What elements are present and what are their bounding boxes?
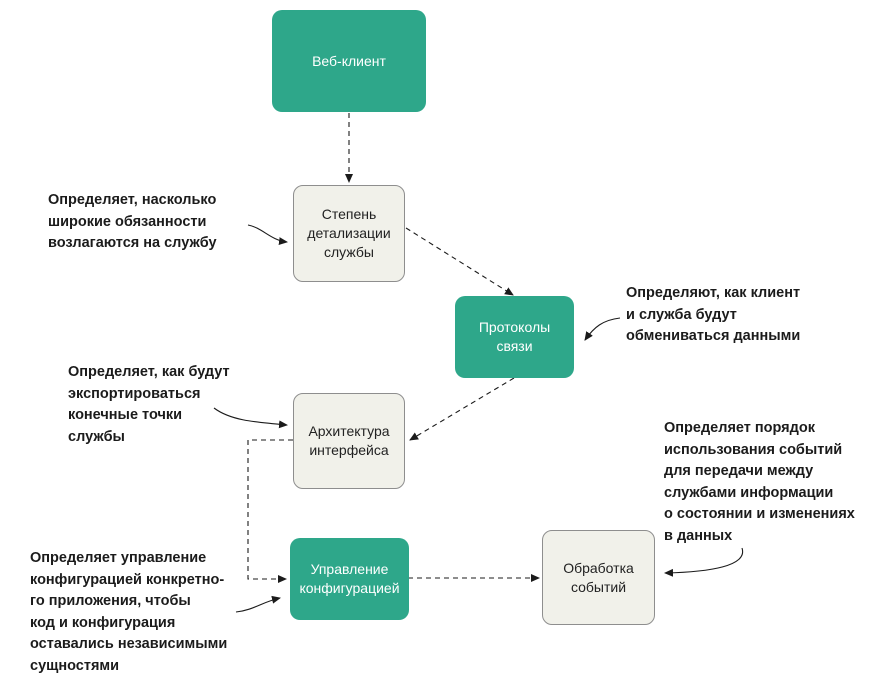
- node-configuration-management-label: Управление конфигурацией: [299, 561, 400, 596]
- note-interface-architecture: Определяет, как будут экспортироваться к…: [68, 364, 230, 445]
- arrow-granularity-to-protocols: [405, 227, 514, 296]
- note-configuration-management: Определяет управление конфигурацией конк…: [30, 550, 228, 674]
- node-communication-protocols: Протоколы связи: [455, 296, 574, 378]
- node-service-granularity: Степень детализации службы: [293, 185, 405, 282]
- pointer-config-note: [235, 595, 281, 613]
- node-web-client-label: Веб-клиент: [312, 52, 386, 69]
- note-communication-protocols: Определяют, как клиент и служба будут об…: [626, 285, 801, 344]
- node-interface-architecture: Архитектура интерфейса: [293, 393, 405, 489]
- node-web-client: Веб-клиент: [272, 10, 426, 112]
- pointer-protocols-note: [584, 317, 621, 341]
- node-event-processing-label: Обработка событий: [563, 559, 634, 595]
- pointer-interface-note: [213, 407, 288, 429]
- arrow-interface-to-config: [247, 439, 293, 583]
- node-configuration-management: Управление конфигурацией: [290, 538, 409, 620]
- node-communication-protocols-label: Протоколы связи: [478, 319, 551, 354]
- node-interface-architecture-label: Архитектура интерфейса: [308, 423, 390, 458]
- pointer-events-note: [664, 547, 744, 577]
- arrow-protocols-to-interface: [409, 377, 515, 441]
- node-service-granularity-label: Степень детализации службы: [307, 206, 391, 260]
- node-event-processing: Обработка событий: [542, 530, 655, 625]
- note-event-processing: Определяет порядок использования событий…: [664, 420, 855, 544]
- note-service-granularity: Определяет, насколько широкие обязанност…: [48, 192, 217, 251]
- pointer-granularity-note: [247, 224, 288, 246]
